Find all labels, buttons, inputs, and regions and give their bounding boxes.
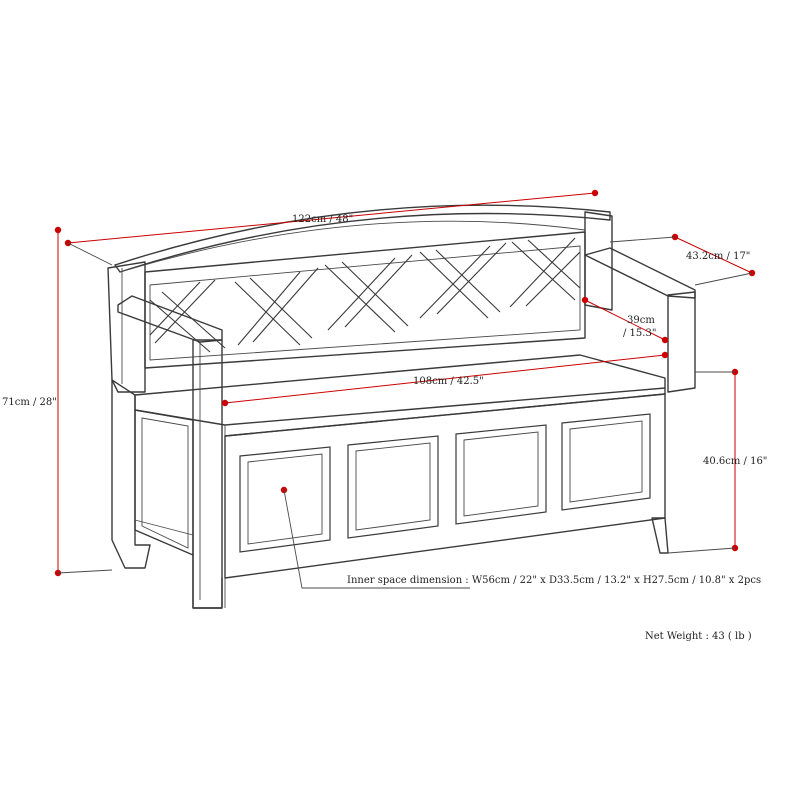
left-side-panel (134, 409, 194, 556)
depth-dim-line (674, 236, 753, 274)
arm-depth-label-in: / 15.3" (623, 328, 656, 339)
back-panel-frame (144, 231, 586, 369)
seat-width-dim-line (224, 354, 666, 404)
right-front-leg (667, 291, 696, 393)
seat-width-label: 108cm / 42.5" (413, 376, 484, 387)
front-chest (224, 393, 666, 579)
height-label: 71cm / 28" (2, 397, 57, 408)
front-door-panels (239, 413, 651, 553)
right-leg (651, 517, 669, 554)
inner-space-leader (283, 489, 470, 589)
left-back-post (107, 261, 146, 393)
depth-label: 43.2cm / 17" (686, 251, 750, 262)
back-lattice (149, 237, 581, 353)
right-arm (584, 247, 696, 299)
dimension-labels: 122cm / 48" 43.2cm / 17" 71cm / 28" 39cm… (2, 214, 767, 642)
seat-height-label: 40.6cm / 16" (703, 456, 767, 467)
left-back-leg (111, 379, 151, 569)
width-dim-line (67, 192, 596, 244)
seat-top (134, 354, 666, 426)
left-arm (117, 295, 223, 343)
bench-drawing (107, 204, 696, 609)
net-weight-label: Net Weight : 43 ( lb ) (645, 631, 752, 642)
left-front-leg (192, 339, 223, 609)
arm-depth-dim-line (584, 299, 666, 341)
inner-space-label: Inner space dimension : W56cm / 22" x D3… (347, 575, 761, 586)
arm-depth-label-cm: 39cm (627, 315, 655, 326)
dimension-markers (54, 189, 756, 589)
width-label: 122cm / 48" (292, 214, 353, 225)
back-top-rail (114, 204, 611, 273)
width-dim-end (591, 189, 599, 197)
